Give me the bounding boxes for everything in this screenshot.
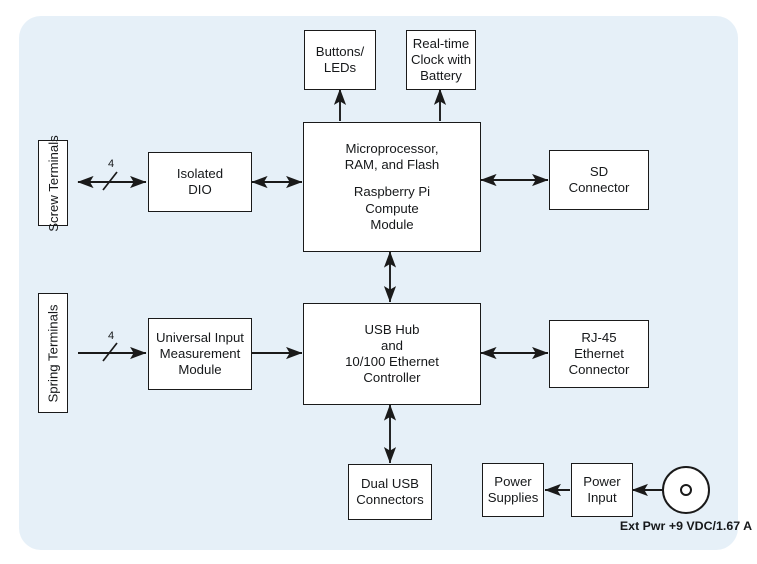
microprocessor-line1: Microprocessor, bbox=[345, 141, 439, 157]
usb-hub-line1: USB Hub bbox=[364, 321, 420, 337]
spring-terminals-label: Spring Terminals bbox=[45, 304, 61, 402]
power-supplies-line2: Supplies bbox=[487, 490, 539, 505]
block-power-supplies[interactable]: Power Supplies bbox=[482, 463, 544, 517]
ext-power-line1: Ext Pwr bbox=[619, 519, 666, 533]
power-input-line1: Power bbox=[583, 473, 621, 489]
usb-hub-line2: and bbox=[380, 337, 403, 353]
rj45-line2: Ethernet bbox=[574, 345, 624, 361]
block-microprocessor[interactable]: Microprocessor, RAM, and Flash Raspberry… bbox=[303, 122, 481, 252]
buttons-leds-line2: LEDs bbox=[323, 60, 357, 75]
dual-usb-line1: Dual USB bbox=[361, 475, 419, 491]
universal-input-line1: Universal Input bbox=[156, 329, 244, 345]
isolated-dio-line2: DIO bbox=[188, 182, 212, 197]
buttons-leds-line1: Buttons/ bbox=[315, 43, 365, 59]
universal-input-line2: Measurement bbox=[159, 345, 241, 361]
block-spring-terminals[interactable]: Spring Terminals bbox=[38, 293, 68, 413]
block-sd-connector[interactable]: SD Connector bbox=[549, 150, 649, 210]
block-rj45-connector[interactable]: RJ-45 Ethernet Connector bbox=[549, 320, 649, 388]
sd-connector-line1: SD bbox=[589, 163, 609, 179]
power-input-line2: Input bbox=[587, 490, 617, 505]
rj45-line3: Connector bbox=[568, 362, 630, 378]
microprocessor-line3: Raspberry Pi bbox=[353, 184, 431, 200]
block-buttons-leds[interactable]: Buttons/ LEDs bbox=[304, 30, 376, 90]
sd-connector-line2: Connector bbox=[568, 180, 630, 195]
dual-usb-line2: Connectors bbox=[356, 492, 424, 507]
block-real-time-clock[interactable]: Real-time Clock with Battery bbox=[406, 30, 476, 90]
block-isolated-dio[interactable]: Isolated DIO bbox=[148, 152, 252, 212]
power-supplies-line1: Power bbox=[494, 473, 532, 489]
rtc-line1: Real-time bbox=[412, 35, 470, 51]
usb-hub-line3: 10/100 Ethernet bbox=[345, 354, 439, 369]
ext-power-line2: +9 VDC/1.67 A bbox=[668, 519, 753, 533]
rtc-line3: Battery bbox=[420, 68, 462, 84]
bus-width-screw: 4 bbox=[108, 158, 115, 170]
rtc-line2: Clock with bbox=[410, 51, 472, 67]
rj45-line1: RJ-45 bbox=[581, 329, 617, 345]
screw-terminals-label: Screw Terminals bbox=[45, 134, 61, 232]
jack-pin-icon bbox=[680, 484, 692, 496]
diagram-panel bbox=[19, 16, 738, 550]
ext-power-caption: Ext Pwr +9 VDC/1.67 A bbox=[611, 519, 757, 535]
usb-hub-line4: Controller bbox=[363, 370, 421, 386]
microprocessor-line2: RAM, and Flash bbox=[344, 157, 440, 173]
isolated-dio-line1: Isolated bbox=[176, 165, 224, 181]
block-universal-input-measurement-module[interactable]: Universal Input Measurement Module bbox=[148, 318, 252, 390]
block-screw-terminals[interactable]: Screw Terminals bbox=[38, 135, 68, 231]
block-power-input[interactable]: Power Input bbox=[571, 463, 633, 517]
universal-input-line3: Module bbox=[178, 362, 222, 378]
ext-power-jack-icon bbox=[662, 466, 710, 514]
block-usb-hub[interactable]: USB Hub and 10/100 Ethernet Controller bbox=[303, 303, 481, 405]
block-dual-usb-connectors[interactable]: Dual USB Connectors bbox=[348, 464, 432, 520]
microprocessor-line5: Module bbox=[370, 216, 414, 232]
bus-width-spring: 4 bbox=[108, 330, 115, 342]
microprocessor-line4: Compute bbox=[365, 200, 419, 216]
